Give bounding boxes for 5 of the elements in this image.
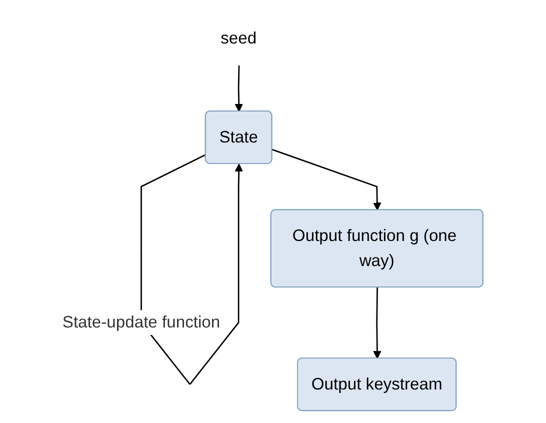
arrow	[374, 288, 382, 359]
node-text: seed	[220, 28, 257, 48]
arrow	[272, 148, 382, 210]
edge-label: State-update function	[62, 312, 221, 332]
arrow	[235, 65, 244, 112]
